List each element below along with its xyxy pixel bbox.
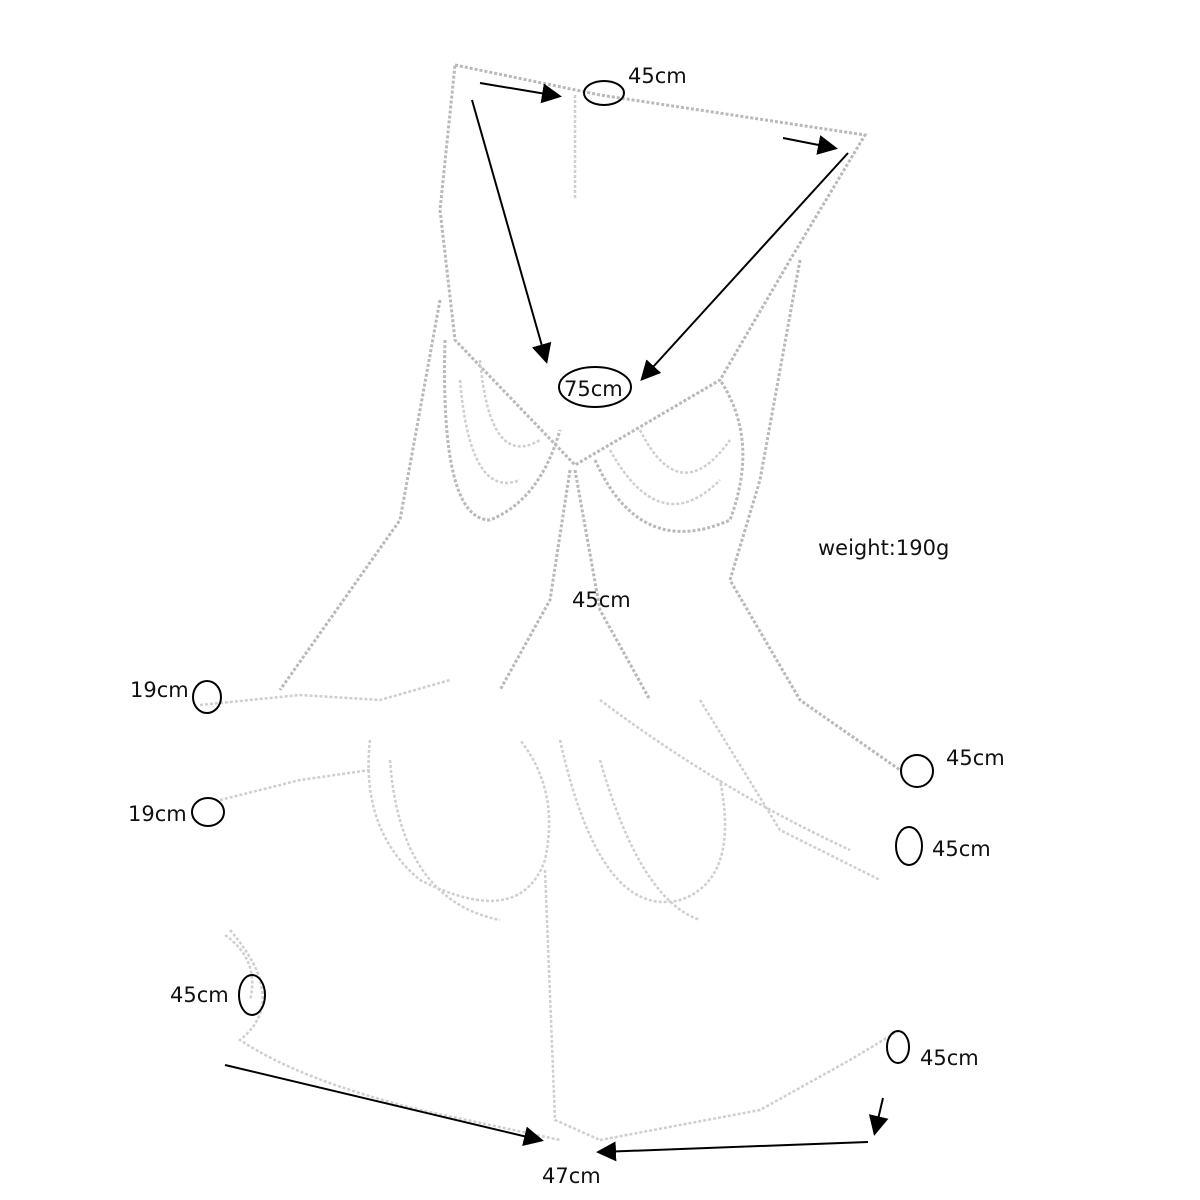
measurement-markers bbox=[191, 80, 934, 1162]
right-lower-length-label: 45cm bbox=[932, 837, 991, 861]
right-leg-length-label: 45cm bbox=[920, 1046, 979, 1070]
left-leg-length-label: 45cm bbox=[170, 983, 229, 1007]
weight-label: weight:190g bbox=[818, 536, 950, 560]
bottom-span-length-label: 47cm bbox=[542, 1164, 601, 1188]
halter-length-label: 75cm bbox=[564, 377, 623, 401]
center-chain-length-label: 45cm bbox=[572, 588, 631, 612]
left-arm-lower-length-label: 19cm bbox=[128, 802, 187, 826]
left-arm-upper-length-label: 19cm bbox=[130, 678, 189, 702]
right-upper-length-label: 45cm bbox=[946, 746, 1005, 770]
neck-chain-length-label: 45cm bbox=[628, 64, 687, 88]
chain-jewelry bbox=[199, 63, 901, 1142]
